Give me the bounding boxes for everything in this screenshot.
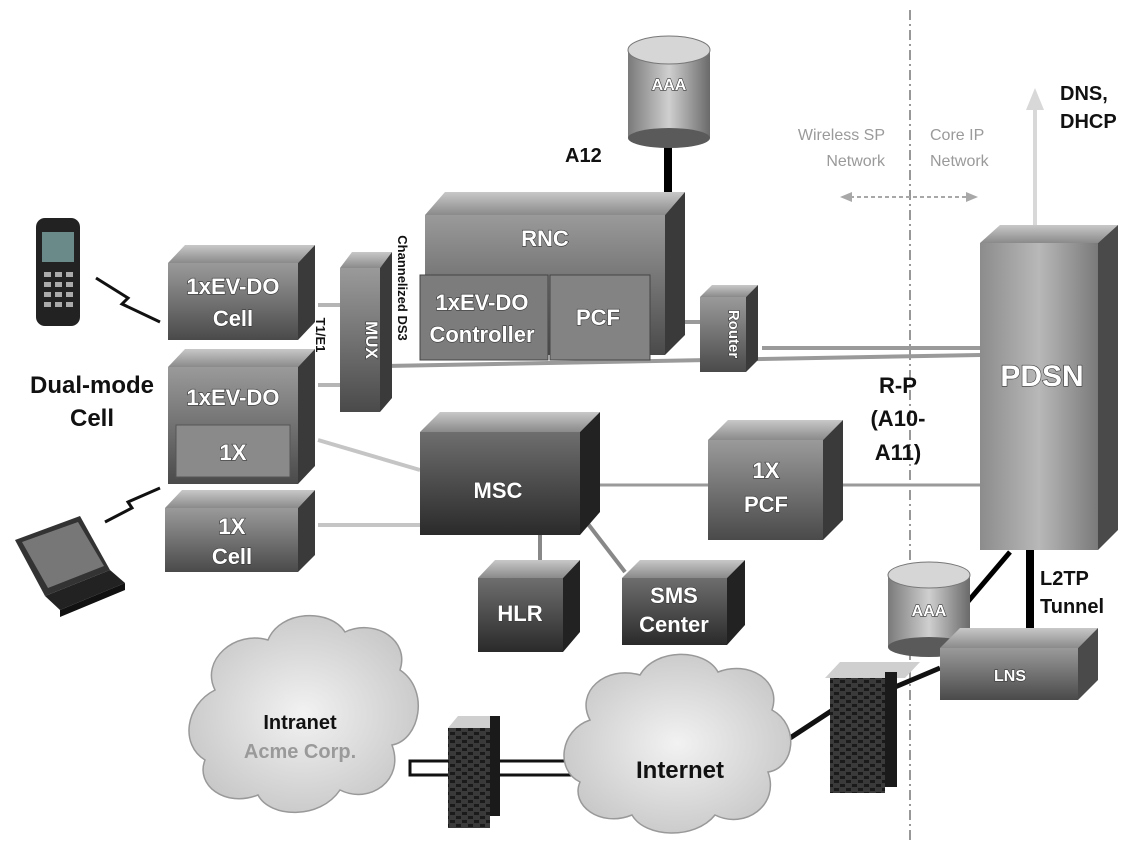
sms-center-box: SMS Center	[622, 560, 745, 645]
rnc-label: RNC	[521, 226, 569, 251]
msc-box: MSC	[420, 412, 600, 535]
evdo-controller-label-line2: Controller	[429, 322, 535, 347]
evdo-controller-label-line1: 1xEV-DO	[436, 290, 529, 315]
sms-center-label-line1: SMS	[650, 583, 698, 608]
mux-box: MUX	[340, 252, 392, 412]
cell-1x-box: 1X Cell	[165, 490, 315, 572]
l2tp-label-line1: L2TP	[1040, 568, 1089, 590]
rp-label-line1: R-P	[879, 373, 917, 398]
core-ip-label-line1: Core IP	[930, 127, 984, 144]
sms-center-label-line2: Center	[639, 612, 709, 637]
laptop-icon	[15, 516, 125, 617]
aaa-top-label: AAA	[652, 77, 687, 94]
rp-label-line3: A11)	[875, 440, 921, 465]
pdsn-tower: PDSN	[980, 225, 1118, 550]
pcf-1x-label-line1: 1X	[753, 458, 780, 483]
firewall-left	[448, 716, 500, 828]
intranet-label-line2: Acme Corp.	[244, 741, 356, 763]
wireless-sp-label-line2: Network	[826, 153, 886, 170]
evdo-cell-label-line1: 1xEV-DO	[187, 274, 280, 299]
dual-mode-evdo-label: 1xEV-DO	[187, 385, 280, 410]
dns-dhcp-label-line1: DNS,	[1060, 83, 1108, 105]
intranet-cloud: Intranet Acme Corp.	[188, 614, 419, 814]
lns-box: LNS	[940, 628, 1098, 700]
dual-mode-cell-label-line1: Dual-mode	[30, 372, 154, 399]
rp-label-line2: (A10-	[870, 406, 925, 431]
core-ip-label-line2: Network	[930, 153, 990, 170]
a12-label: A12	[565, 145, 602, 167]
internet-cloud: Internet	[563, 653, 792, 834]
aaa-server-top: AAA	[627, 35, 711, 148]
wireless-signal-icon-bottom	[104, 486, 161, 524]
dual-mode-cell-box: 1xEV-DO 1X	[168, 349, 315, 484]
msc-label: MSC	[474, 478, 523, 503]
cell-1x-label-line2: Cell	[212, 544, 252, 569]
internet-label: Internet	[636, 757, 724, 784]
connection-lines	[317, 88, 1044, 741]
router-label: Router	[725, 310, 742, 358]
firewall-right	[825, 662, 920, 793]
pcf-1x-box: 1X PCF	[708, 420, 843, 540]
cell-1x-label-line1: 1X	[219, 514, 246, 539]
hlr-label: HLR	[497, 601, 542, 626]
router-box: Router	[700, 285, 758, 372]
t1e1-label: T1/E1	[313, 318, 328, 353]
rnc-block: RNC 1xEV-DO Controller PCF	[419, 192, 685, 361]
dual-mode-1x-label: 1X	[220, 440, 247, 465]
wireless-sp-label-line1: Wireless SP	[798, 127, 885, 144]
evdo-cell-label-line2: Cell	[213, 306, 253, 331]
mobile-phone-icon	[36, 218, 80, 326]
dual-mode-cell-label-line2: Cell	[70, 405, 114, 432]
mux-label: MUX	[362, 321, 381, 359]
pcf-1x-label-line2: PCF	[744, 492, 788, 517]
channelized-ds3-label: Channelized DS3	[395, 235, 410, 340]
lns-label: LNS	[994, 668, 1026, 685]
evdo-cell-box: 1xEV-DO Cell	[168, 245, 315, 340]
dns-dhcp-label-line2: DHCP	[1060, 111, 1117, 133]
pdsn-label: PDSN	[1000, 360, 1083, 393]
l2tp-label-line2: Tunnel	[1040, 596, 1104, 618]
aaa-bottom-label: AAA	[912, 603, 947, 620]
pcf-label: PCF	[576, 305, 620, 330]
hlr-box: HLR	[478, 560, 580, 652]
wireless-signal-icon-top	[95, 276, 161, 324]
intranet-label-line1: Intranet	[263, 712, 337, 734]
